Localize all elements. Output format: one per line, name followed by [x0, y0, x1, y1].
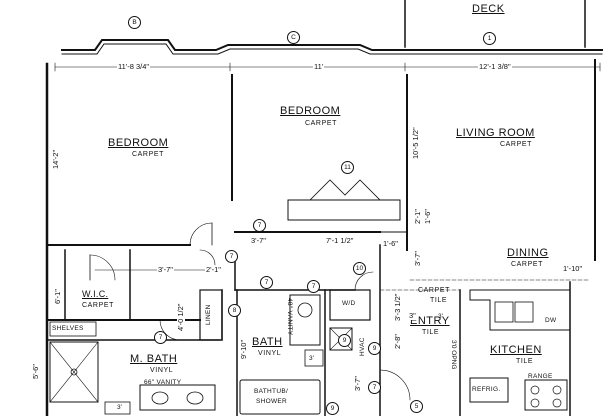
room-label-living: LIVING ROOM	[456, 127, 535, 139]
dim-hall-c: 3'-7"	[353, 375, 362, 392]
dim-entry-height: 3'-7"	[413, 250, 422, 267]
label-linen: LINEN	[205, 304, 212, 325]
door-swing-wic	[89, 254, 116, 281]
dim-living-height: 10'-5 1/2"	[411, 126, 420, 160]
label-shelves: SHELVES	[52, 325, 84, 332]
label-3ft-a: 3'	[117, 404, 122, 411]
shower-stall	[49, 341, 99, 403]
dim-mbath-height: 5'-6"	[31, 363, 40, 380]
dim-small-a: 1'-6"	[382, 239, 399, 248]
dim-closet-a: 3'-7"	[250, 236, 267, 245]
tag-c: C	[287, 31, 300, 44]
dim-closet-b: 7'-1 1/2"	[325, 236, 355, 245]
tag-7-e: 7	[307, 280, 320, 293]
vanity-48	[289, 294, 321, 346]
floor-label-living: CARPET	[500, 141, 532, 148]
floor-label-mbath: VINYL	[150, 367, 174, 374]
tag-5: 5	[410, 400, 423, 413]
exterior-top-wall-inner	[61, 43, 603, 55]
floor-label-dining: CARPET	[511, 261, 543, 268]
floor-label-bedroom-center: CARPET	[305, 120, 337, 127]
bathtub	[239, 379, 321, 415]
tag-1: 1	[483, 32, 496, 45]
tag-7-b: 7	[225, 250, 238, 263]
room-label-bedroom-left: BEDROOM	[108, 137, 169, 149]
door-swing-entry	[379, 369, 411, 401]
room-label-bath: BATH	[252, 336, 283, 348]
shelves-box	[49, 321, 97, 337]
label-refrig: REFRIG.	[472, 386, 501, 393]
hvac-closet	[329, 327, 353, 351]
sink-right	[514, 301, 534, 323]
label-carpet-transition: CARPET	[418, 287, 450, 294]
tag-8: 8	[228, 304, 241, 317]
refrigerator	[469, 377, 509, 403]
dim-entry-c: 2'-8"	[393, 333, 402, 350]
label-bathtub-1: BATHTUB/	[254, 388, 289, 395]
label-bathtub-2: SHOWER	[256, 398, 288, 405]
dim-dining-right: 1'-10"	[562, 264, 584, 273]
dim-bath-height: 9'-10"	[239, 338, 248, 360]
room-label-entry: ENTRY	[410, 315, 450, 327]
label-wd: W/D	[342, 300, 356, 307]
dim-small-b: 2'-1"	[413, 208, 422, 225]
dim-wic-width: 3'-7"	[157, 265, 174, 274]
tag-b: B	[128, 16, 141, 29]
floor-label-entry: TILE	[422, 329, 440, 336]
room-label-bedroom-center: BEDROOM	[280, 105, 341, 117]
tag-7-a: 7	[253, 219, 266, 232]
label-range: RANGE	[528, 373, 553, 380]
label-hvac: HVAC	[359, 337, 366, 356]
floor-label-bedroom-left: CARPET	[132, 151, 164, 158]
sink-left	[494, 301, 514, 323]
dim-entry-a: 3'-3 1/2"	[393, 292, 402, 322]
door-swing-bedroom	[189, 222, 213, 246]
tag-7-c: 7	[260, 276, 273, 289]
tag-7-d: 7	[154, 331, 167, 344]
room-label-dining: DINING	[507, 247, 549, 259]
exterior-top-wall	[61, 39, 603, 51]
label-3ft-c: 3'	[438, 313, 443, 320]
kitchen-counter	[469, 289, 571, 331]
tag-11: 11	[341, 161, 354, 174]
room-label-mbath: M. BATH	[130, 353, 178, 365]
closet-center	[287, 199, 401, 221]
range	[524, 379, 568, 411]
tag-9-c: 9	[326, 402, 339, 415]
label-opening: 3'0 OPNG	[450, 340, 457, 370]
floor-label-bath: VINYL	[258, 350, 282, 357]
floor-label-wic: CARPET	[82, 302, 114, 309]
label-tile-transition: TILE	[430, 297, 448, 304]
room-label-deck: DECK	[472, 3, 505, 15]
dim-wic-height: 6'-1"	[53, 288, 62, 305]
dim-entry-b: 3"	[408, 311, 417, 320]
tag-7-f: 7	[368, 381, 381, 394]
dim-bedroom-height: 14'-2"	[51, 148, 60, 170]
dim-top-left: 11'-8 3/4"	[117, 62, 151, 71]
floor-label-kitchen: TILE	[516, 358, 534, 365]
closet-doors	[309, 179, 381, 201]
dim-top-right: 12'-1 3/8"	[478, 62, 512, 71]
dim-small-c: 1'-6"	[423, 208, 432, 225]
tag-9-a: 9	[338, 334, 351, 347]
room-label-wic: W.I.C.	[82, 289, 109, 299]
label-vanity-48: 48" VANITY	[286, 298, 293, 336]
room-label-kitchen: KITCHEN	[490, 344, 542, 356]
wd-closet	[329, 289, 371, 321]
label-dw: DW	[545, 317, 557, 324]
tag-10: 10	[353, 262, 366, 275]
vanity-66	[139, 384, 216, 411]
tag-9-b: 9	[368, 342, 381, 355]
label-3ft-b: 3'	[309, 355, 314, 362]
dim-top-center: 11'	[313, 62, 325, 71]
dim-hall-width: 2'-1"	[205, 265, 222, 274]
dim-linen-height: 4'-0 1/2"	[176, 302, 185, 332]
label-vanity-66: 66" VANITY	[144, 379, 182, 386]
